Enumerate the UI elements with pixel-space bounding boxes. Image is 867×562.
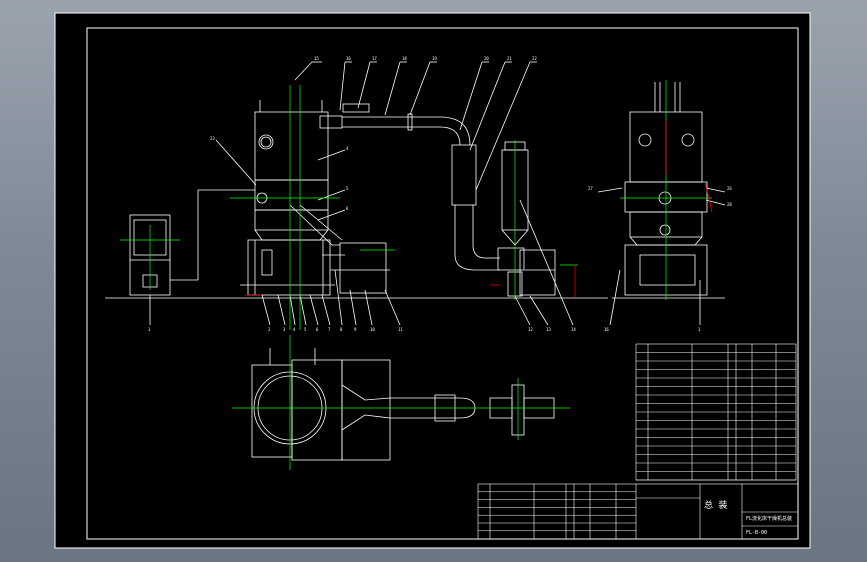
balloon-label: 20 [484,56,489,61]
balloon-label: 22 [532,56,537,61]
parts-list-rows [636,352,796,481]
balloon-label: 26 [727,186,732,191]
center-lines-plan [232,335,570,470]
dimension-marks-front [245,265,576,297]
balloon-label: 16 [604,327,609,332]
balloon-label: 10 [370,327,375,332]
balloon-label: 16 [346,56,351,61]
drawing-number: FL-B-00 [746,530,767,536]
title-block-rows [478,491,636,532]
balloon-label: 17 [372,56,377,61]
balloon-label: 12 [528,327,533,332]
front-elevation [105,61,608,326]
drawing-name: FL流化床干燥机总装 [746,515,792,522]
center-lines-front [120,85,578,330]
hatch-side [665,120,713,213]
balloon-label: 7 [328,327,331,332]
balloon-label: 13 [546,327,551,332]
balloon-label: 8 [340,327,343,332]
balloon-label: 27 [588,186,593,191]
balloon-label: 5 [304,327,307,332]
balloon-label: 4 [346,146,349,151]
balloon-label: 15 [314,56,319,61]
balloon-label: 6 [316,327,319,332]
balloon-label: 21 [507,56,512,61]
balloon-label: 19 [432,56,437,61]
balloon-label: 6 [346,206,349,211]
balloon-label: 28 [727,202,732,207]
balloon-label: 18 [402,56,407,61]
balloon-label: 11 [398,327,403,332]
balloon-label: 4 [293,327,296,332]
balloon-label: 2 [268,327,271,332]
balloon-label: 1 [148,327,151,332]
drawing-frame [86,27,799,540]
center-lines-side [620,80,712,300]
title-block [477,483,799,540]
balloon-label: 1 [698,327,701,332]
balloon-label: 5 [346,186,349,191]
drawing-sheet [54,12,811,549]
balloon-label: 14 [571,327,576,332]
balloon-label: 3 [283,327,286,332]
balloon-label: 9 [354,327,357,332]
balloon-label: 23 [210,136,215,141]
title-stamp: 总 装 [704,499,727,511]
